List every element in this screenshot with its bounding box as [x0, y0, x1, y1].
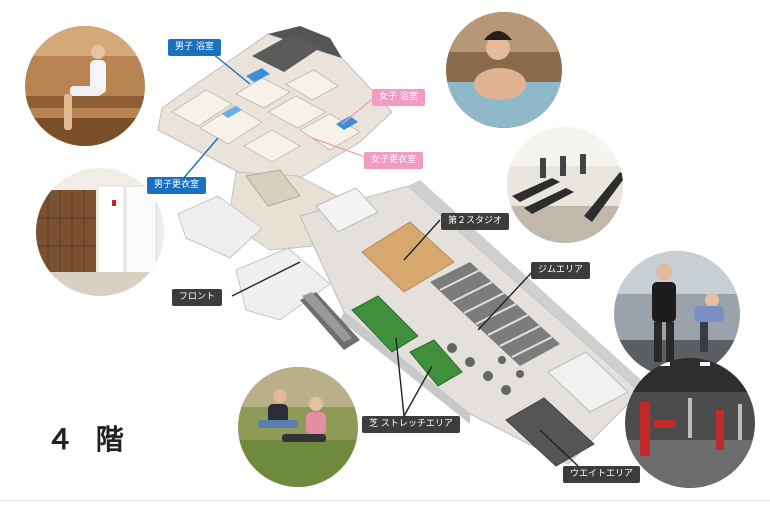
weight-room-photo [625, 358, 755, 488]
leader-lines-dark [231, 219, 579, 467]
label-weight: ウエイトエリア [563, 466, 641, 483]
stretch-photo [238, 367, 358, 487]
floor-label: ４ 階 [46, 423, 130, 456]
weight-area-floor [505, 397, 595, 467]
label-turf-stretch: 芝 ストレッチエリア [362, 416, 460, 433]
studio2-floor [361, 221, 455, 293]
bath-photo [446, 12, 562, 128]
label-male-locker: 男子更衣室 [147, 177, 207, 194]
stairs [245, 169, 301, 207]
treadmill-photo [507, 127, 623, 243]
bottom-divider [0, 500, 770, 501]
gym-machine-rows [439, 269, 553, 358]
turf-stretch-area [351, 295, 463, 387]
label-front: フロント [172, 289, 223, 306]
bath-pools [222, 68, 358, 130]
escalator [300, 292, 360, 350]
leader-lines [181, 53, 251, 181]
label-gym: ジムエリア [531, 262, 591, 279]
weight-area-room [547, 351, 629, 413]
free-weight-cluster [447, 343, 524, 395]
studio2-annex [315, 187, 379, 233]
label-male-bath: 男子 浴室 [168, 39, 221, 56]
label-female-locker: 女子更衣室 [364, 152, 424, 169]
label-female-bath: 女子 浴室 [372, 89, 425, 106]
leader-lines-pink [311, 95, 377, 159]
locker-room-photo [36, 168, 164, 296]
label-studio2: 第２スタジオ [441, 213, 510, 230]
trainer-photo [614, 251, 740, 377]
sauna-photo [25, 26, 145, 146]
bath-block-rooms [171, 69, 361, 163]
